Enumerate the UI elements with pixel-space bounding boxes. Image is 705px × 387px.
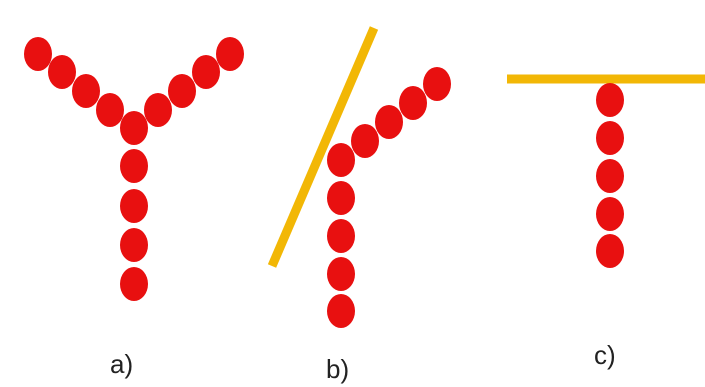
bead (327, 143, 355, 177)
bead (120, 228, 148, 262)
bead (192, 55, 220, 89)
right-branch (144, 37, 244, 127)
bead (144, 93, 172, 127)
bead (596, 159, 624, 193)
bent-branch (351, 67, 451, 158)
bead (375, 105, 403, 139)
stem (120, 111, 148, 301)
stem (327, 143, 355, 328)
bead (120, 111, 148, 145)
panel-a: a) (24, 37, 244, 379)
bead (596, 83, 624, 117)
tilted-rod (267, 26, 379, 268)
panel-b: b) (267, 26, 451, 384)
bead (596, 121, 624, 155)
bead (168, 74, 196, 108)
bead (423, 67, 451, 101)
bead (96, 93, 124, 127)
panel-label-b: b) (326, 354, 349, 384)
bead (399, 86, 427, 120)
bead (327, 294, 355, 328)
bead (327, 181, 355, 215)
bead (596, 234, 624, 268)
bead (120, 267, 148, 301)
panel-label-a: a) (110, 349, 133, 379)
bead (327, 257, 355, 291)
stem (596, 83, 624, 268)
bead (327, 219, 355, 253)
panel-label-c: c) (594, 340, 616, 370)
bead (72, 74, 100, 108)
panel-c: c) (507, 74, 705, 370)
bead (596, 197, 624, 231)
bead (216, 37, 244, 71)
bead (120, 149, 148, 183)
bead (351, 124, 379, 158)
bead (24, 37, 52, 71)
bead (120, 189, 148, 223)
left-branch (24, 37, 124, 127)
bead (48, 55, 76, 89)
